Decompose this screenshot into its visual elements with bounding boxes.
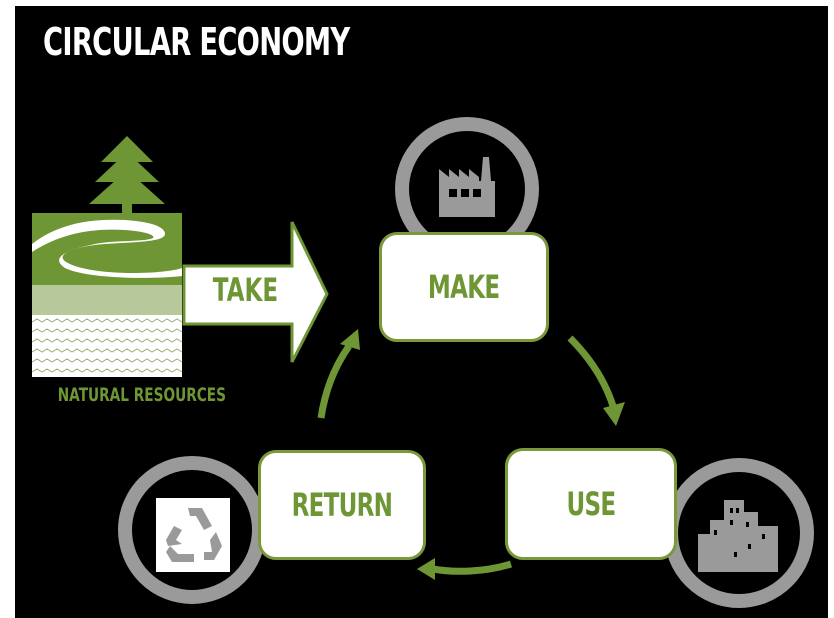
make-stage-label: MAKE: [428, 268, 500, 306]
take-label: TAKE: [212, 271, 278, 309]
return-stage-label: RETURN: [291, 486, 393, 524]
recycle-icon: [156, 498, 230, 572]
use-stage-box: USE: [505, 448, 677, 560]
natural-resources-label: NATURAL RESOURCES: [57, 384, 226, 406]
make-stage-box: MAKE: [379, 232, 549, 342]
factory-icon: [439, 157, 495, 217]
use-to-return-arrow: [432, 560, 513, 575]
city-buildings-icon: [698, 500, 778, 572]
return-icon-ring: [118, 456, 266, 604]
tree-icon: [89, 136, 165, 216]
arrowhead: [340, 329, 360, 350]
use-stage-label: USE: [566, 485, 617, 523]
use-icon-ring: [664, 458, 814, 608]
take-arrow: [182, 221, 329, 363]
arrowhead: [603, 402, 625, 426]
connector-layer: [31, 136, 625, 580]
diagram-canvas: CIRCULAR ECONOMY: [15, 6, 828, 618]
nature-landscape-icon: [31, 213, 183, 377]
arrowhead: [417, 558, 435, 580]
return-stage-box: RETURN: [258, 450, 426, 560]
return-to-make-arrow: [317, 343, 352, 419]
diagram-title: CIRCULAR ECONOMY: [43, 20, 350, 64]
make-to-use-arrow: [567, 335, 617, 408]
